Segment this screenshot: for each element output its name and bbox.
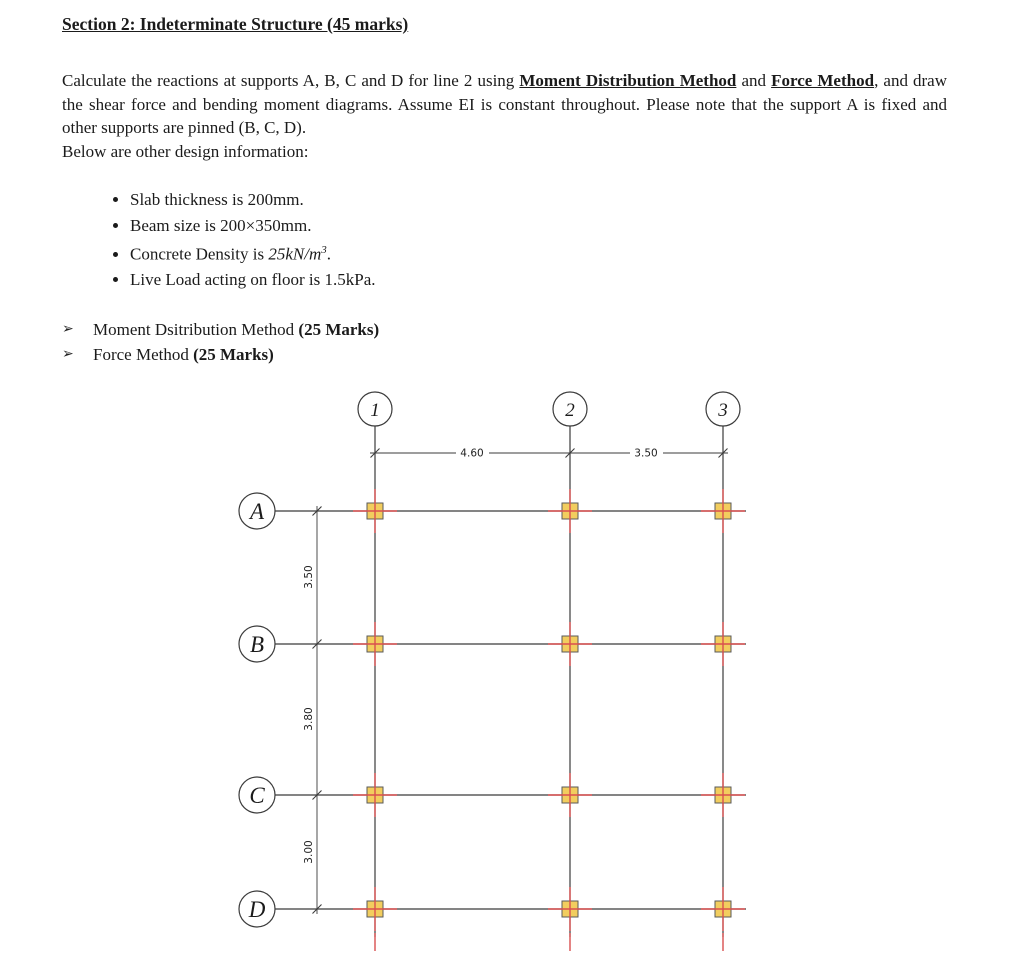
grid-label-D: D bbox=[248, 897, 266, 922]
column-symbol-C1 bbox=[352, 772, 398, 818]
column-symbol-B3 bbox=[700, 621, 746, 667]
task-marks: (25 Marks) bbox=[298, 319, 380, 339]
column-symbol-B2 bbox=[547, 621, 593, 667]
list-item-text: Concrete Density is bbox=[130, 244, 269, 264]
task-item: ➢ Moment Dsitribution Method (25 Marks) bbox=[62, 317, 947, 343]
list-item: Beam size is 200×350mm. bbox=[130, 213, 947, 239]
column-symbol-A2 bbox=[547, 488, 593, 534]
task-marks: (25 Marks) bbox=[193, 345, 274, 365]
grid-bubble-C bbox=[238, 776, 276, 814]
dim-label-span-C-D: 3.00 bbox=[303, 840, 315, 863]
dim-label-span-2-3: 3.50 bbox=[634, 448, 657, 460]
document-content: Section 2: Indeterminate Structure (45 m… bbox=[62, 14, 947, 368]
svg-text:3.00: 3.00 bbox=[303, 840, 315, 863]
grid-label-A: A bbox=[248, 499, 265, 524]
question-paragraph: Calculate the reactions at supports A, B… bbox=[62, 69, 947, 140]
math-expression: 25kN/m bbox=[268, 244, 322, 264]
grid-bubble-B bbox=[238, 625, 276, 663]
grid-label-2: 2 bbox=[565, 400, 575, 421]
arrow-bullet-icon: ➢ bbox=[62, 320, 74, 337]
dim-label-span-B-C: 3.80 bbox=[303, 707, 315, 730]
column-symbol-A1 bbox=[352, 488, 398, 534]
grid-bubble-1 bbox=[357, 391, 393, 427]
column-symbol-A3 bbox=[700, 488, 746, 534]
task-text: Moment Dsitribution Method (25 Marks) bbox=[93, 317, 379, 343]
task-text: Force Method (25 Marks) bbox=[93, 342, 274, 368]
column-symbol-C3 bbox=[700, 772, 746, 818]
list-item: Slab thickness is 200mm. bbox=[130, 187, 947, 213]
svg-text:3.50: 3.50 bbox=[303, 565, 315, 588]
grid-label-3: 3 bbox=[717, 400, 728, 421]
method-name-bold: Force Method bbox=[771, 71, 875, 90]
list-item: Live Load acting on floor is 1.5kPa. bbox=[130, 267, 947, 293]
dim-label-span-1-2: 4.60 bbox=[460, 448, 483, 460]
structural-plan-diagram: 4.60 3.50 3.50 3.80 3.00 bbox=[230, 388, 790, 974]
grid-label-B: B bbox=[250, 632, 264, 657]
text-run: , and draw the shear force and bending m… bbox=[62, 71, 948, 137]
grid-label-C: C bbox=[249, 783, 265, 808]
column-symbol-D1 bbox=[352, 886, 398, 932]
design-info-line: Below are other design information: bbox=[62, 141, 309, 161]
task-item: ➢ Force Method (25 Marks) bbox=[62, 342, 947, 368]
list-item: Concrete Density is 25kN/m3. bbox=[130, 238, 947, 267]
section-title: Section 2: Indeterminate Structure (45 m… bbox=[62, 14, 409, 34]
list-item-text: Live Load acting on floor is 1.5kPa. bbox=[130, 270, 376, 290]
math-superscript: 3 bbox=[321, 244, 327, 256]
dim-label-bg bbox=[456, 446, 489, 459]
dim-label-span-A-B: 3.50 bbox=[303, 565, 315, 588]
grid-bubble-D bbox=[238, 890, 276, 928]
grid-bubble-A bbox=[238, 492, 276, 530]
task-list: ➢ Moment Dsitribution Method (25 Marks) … bbox=[62, 317, 947, 368]
grid-bubble-2 bbox=[552, 391, 588, 427]
svg-text:3.80: 3.80 bbox=[303, 707, 315, 730]
text-run: Calculate the reactions at supports A, B… bbox=[62, 71, 520, 90]
column-symbol-C2 bbox=[547, 772, 593, 818]
task-label: Moment Dsitribution Method bbox=[93, 319, 299, 339]
list-item-text: Beam size is 200×350mm. bbox=[130, 215, 312, 235]
list-item-text: Slab thickness is 200mm. bbox=[130, 190, 304, 209]
column-symbol-B1 bbox=[352, 621, 398, 667]
list-item-text: . bbox=[326, 244, 331, 264]
arrow-bullet-icon: ➢ bbox=[62, 346, 74, 363]
design-info-list: Slab thickness is 200mm. Beam size is 20… bbox=[62, 187, 947, 293]
column-symbol-D2 bbox=[547, 886, 593, 932]
structural-grid-svg: 4.60 3.50 3.50 3.80 3.00 bbox=[238, 391, 746, 951]
grid-label-1: 1 bbox=[370, 400, 380, 421]
dim-label-bg bbox=[630, 446, 663, 459]
text-run: and bbox=[736, 71, 772, 90]
grid-bubble-3 bbox=[705, 391, 741, 427]
method-name-bold: Moment Distribution Method bbox=[519, 71, 737, 90]
column-symbol-D3 bbox=[700, 886, 746, 932]
task-label: Force Method bbox=[93, 345, 194, 365]
